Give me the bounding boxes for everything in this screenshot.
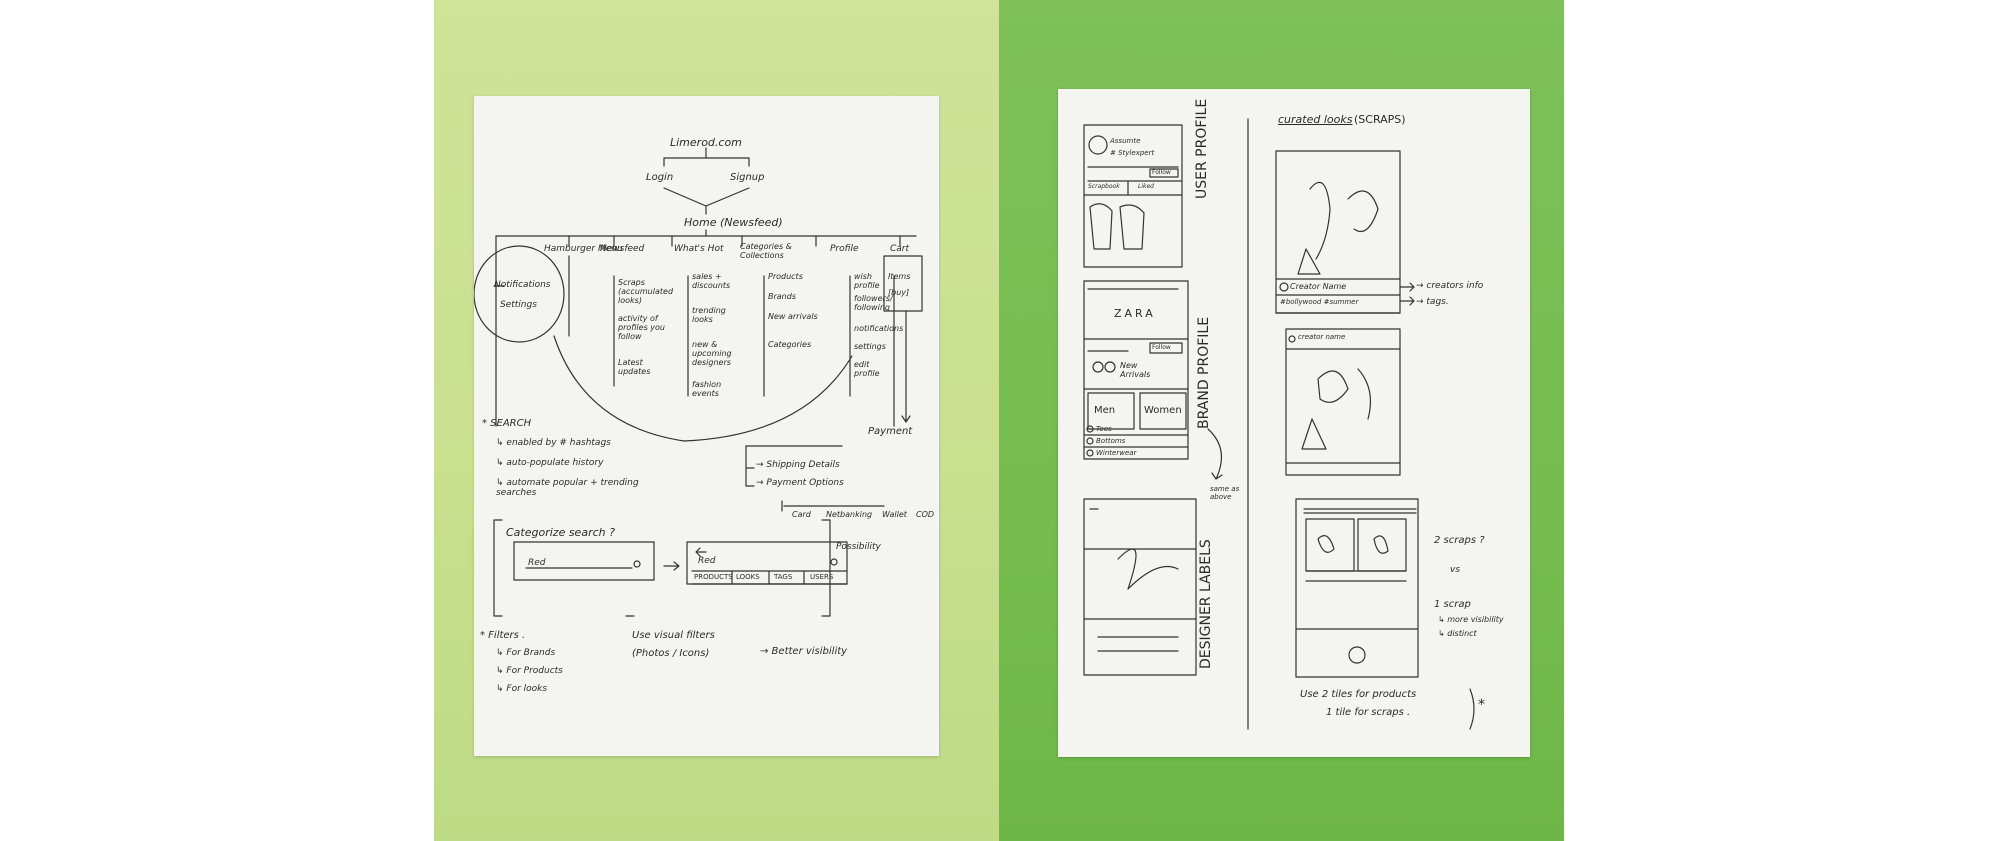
filter-products: ↳ For Products	[496, 666, 563, 676]
tab-users: USERS	[810, 573, 834, 581]
brand-follow-button: Follow	[1152, 344, 1171, 351]
comparison-vs: vs	[1450, 565, 1461, 575]
item-scraps: Scraps (accumulated looks)	[618, 278, 674, 305]
item-profile-notifications: notifications	[854, 324, 904, 333]
visual-filters-line2: (Photos / Icons)	[632, 648, 710, 659]
item-fashion-events: fashion events	[692, 380, 722, 398]
brand-list-bottoms: Bottoms	[1096, 437, 1126, 445]
item-trending: trending looks	[692, 306, 726, 324]
tab-products: PRODUCTS	[694, 573, 733, 581]
comparison-visibility: ↳ more visibility	[1438, 615, 1504, 624]
same-as-above-note: same as above	[1210, 485, 1240, 501]
comparison-distinct: ↳ distinct	[1438, 629, 1477, 638]
designer-labels-label: DESIGNER LABELS	[1198, 539, 1214, 669]
signup-node: Signup	[730, 172, 765, 183]
brand-list-tees: Tees	[1096, 425, 1112, 433]
filter-looks: ↳ For looks	[496, 684, 548, 694]
user-name: Assumte	[1110, 137, 1141, 145]
filters-heading: * Filters .	[480, 630, 526, 641]
item-followers: followers/ following	[854, 294, 893, 312]
sitemap-sheet: Limerod.com Login Signup Home (Newsfeed)…	[474, 96, 939, 756]
payment-netbanking: Netbanking	[826, 510, 873, 519]
brand-section-men: Men	[1094, 405, 1116, 416]
wireframe-sketch-lines	[1083, 118, 1475, 730]
user-tab-scrapbook: Scrapbook	[1088, 183, 1120, 190]
user-subtitle: # Stylexpert	[1110, 149, 1155, 157]
shipping-details: → Shipping Details	[756, 460, 840, 470]
search-query-after: Red	[698, 556, 716, 566]
user-follow-button: Follow	[1152, 169, 1171, 176]
item-new-designers: new & upcoming designers	[692, 340, 732, 367]
login-node: Login	[646, 172, 674, 183]
payment-options: → Payment Options	[756, 478, 844, 488]
item-settings: Settings	[500, 300, 537, 310]
tab-tags: TAGS	[774, 573, 793, 581]
visual-filters-result: → Better visibility	[760, 646, 848, 657]
categorize-question: Categorize search ?	[506, 526, 615, 539]
scrap-tags: #bollywood #summer	[1280, 298, 1359, 306]
brand-list-winterwear: Winterwear	[1096, 449, 1137, 457]
brand-profile-label: BRAND PROFILE	[1196, 316, 1212, 429]
column-title-categories: Categories & Collections	[740, 242, 792, 260]
curated-looks-title: curated looks	[1278, 113, 1353, 126]
brand-name: ZARA	[1114, 307, 1156, 320]
brand-section-women: Women	[1144, 405, 1182, 416]
search-query-before: Red	[528, 558, 546, 568]
scrap2-creator-name: creator name	[1298, 333, 1346, 341]
column-title-cart: Cart	[890, 244, 910, 254]
curated-looks-subtitle: (SCRAPS)	[1354, 113, 1406, 126]
user-tab-liked: Liked	[1138, 183, 1154, 190]
search-item-history: ↳ auto-populate history	[496, 458, 604, 468]
item-latest-updates: Latest updates	[618, 358, 651, 376]
item-cart-buy: [buy]	[888, 288, 910, 297]
filter-brands: ↳ For Brands	[496, 648, 556, 658]
creator-info-annotation: → creators info	[1416, 281, 1484, 291]
search-item-hashtags: ↳ enabled by # hashtags	[496, 438, 611, 448]
column-title-hamburger: Hamburger Menu	[544, 244, 623, 254]
item-brands: Brands	[768, 292, 796, 301]
item-new-arrivals: New arrivals	[768, 312, 818, 321]
search-heading: * SEARCH	[482, 418, 532, 429]
item-activity: activity of profiles you follow	[618, 314, 665, 341]
scrap-creator-name: Creator Name	[1290, 282, 1347, 291]
column-title-newsfeed: Newsfeed	[600, 244, 645, 254]
search-item-trending: ↳ automate popular + trending searches	[496, 478, 639, 498]
tab-looks: LOOKS	[736, 573, 760, 581]
payment-wallet: Wallet	[882, 510, 907, 519]
brand-new-arrivals: New Arrivals	[1120, 361, 1151, 379]
item-edit-profile: edit profile	[854, 360, 880, 378]
item-cart-items: Items	[888, 272, 911, 281]
sitemap-root: Limerod.com	[670, 136, 742, 149]
column-title-profile: Profile	[830, 244, 859, 254]
item-wish-profile: wish profile	[854, 272, 880, 290]
wireframe-sheet: USER PROFILE Assumte # Stylexpert Follow…	[1058, 89, 1530, 757]
sitemap-sketch-lines	[474, 147, 923, 617]
item-categories: Categories	[768, 340, 812, 349]
possibility-note: Possibility	[836, 542, 881, 552]
comparison-one-scrap: 1 scrap	[1434, 599, 1471, 610]
user-profile-label: USER PROFILE	[1194, 98, 1210, 199]
home-node: Home (Newsfeed)	[684, 216, 783, 229]
photo-scene: Limerod.com Login Signup Home (Newsfeed)…	[434, 0, 1564, 841]
visual-filters-line1: Use visual filters	[632, 630, 715, 641]
comparison-two-scraps: 2 scraps ?	[1434, 535, 1485, 546]
note-star: *	[1478, 697, 1485, 713]
item-notifications: Notifications	[494, 280, 551, 290]
item-sales: sales + discounts	[692, 272, 731, 290]
note-line2: 1 tile for scraps .	[1326, 707, 1411, 718]
payment-card: Card	[792, 510, 811, 519]
item-products: Products	[768, 272, 803, 281]
column-title-whats-hot: What's Hot	[674, 244, 724, 254]
payment-heading: Payment	[868, 426, 913, 437]
tags-annotation: → tags.	[1416, 297, 1449, 307]
note-line1: Use 2 tiles for products	[1300, 689, 1417, 700]
item-profile-settings: settings	[854, 342, 886, 351]
payment-cod: COD	[916, 510, 935, 519]
